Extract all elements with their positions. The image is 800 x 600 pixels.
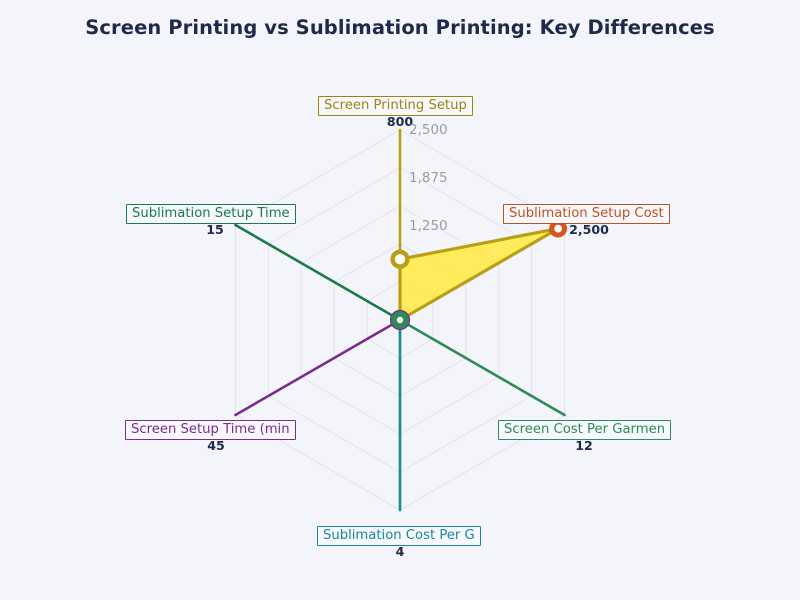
axis-value-sublimation-setup-time: 15 xyxy=(170,222,260,237)
axis-label-text: Screen Setup Time (min xyxy=(131,422,290,437)
axis-value-screen-printing-setup: 800 xyxy=(358,114,442,129)
marker-screen-printing-setup xyxy=(390,249,410,269)
axis-label-text: Sublimation Setup Cost xyxy=(509,206,664,221)
page-title: Screen Printing vs Sublimation Printing:… xyxy=(85,16,715,39)
marker-screen-cost-per-garment xyxy=(391,311,409,329)
axis-value-text: 2,500 xyxy=(569,222,609,237)
axis-label-screen-setup-time: Screen Setup Time (min xyxy=(125,420,296,440)
axis-label-sublimation-setup-time: Sublimation Setup Time xyxy=(126,204,296,224)
axis-spoke-screen-setup-time xyxy=(234,318,402,417)
axis-value-sublimation-setup-cost: 2,500 xyxy=(530,222,648,237)
axis-value-text: 15 xyxy=(206,222,224,237)
axis-label-sublimation-setup-cost: Sublimation Setup Cost xyxy=(503,204,670,224)
axis-label-text: Sublimation Setup Time xyxy=(132,206,290,221)
axis-label-text: Screen Printing Setup xyxy=(324,98,467,113)
axis-label-sublimation-cost-per-garment: Sublimation Cost Per G xyxy=(317,526,481,546)
axis-value-screen-cost-per-garment: 12 xyxy=(538,438,630,453)
axis-label-screen-printing-setup: Screen Printing Setup xyxy=(318,96,473,116)
axis-value-screen-setup-time: 45 xyxy=(170,438,262,453)
radial-tick-text: 1,250 xyxy=(409,218,448,234)
axis-value-sublimation-cost-per-garment: 4 xyxy=(358,544,442,559)
axis-value-text: 4 xyxy=(395,544,405,559)
radial-tick-1250: 1,250 xyxy=(409,218,448,234)
axis-label-text: Screen Cost Per Garmen xyxy=(504,422,666,437)
radar-axis-spokes xyxy=(234,128,566,512)
radial-tick-text: 2,500 xyxy=(409,122,448,138)
axis-label-screen-cost-per-garment: Screen Cost Per Garmen xyxy=(498,420,672,440)
radar-data-markers xyxy=(389,219,567,331)
axis-value-text: 45 xyxy=(207,438,225,453)
axis-value-text: 800 xyxy=(386,114,414,129)
axis-spoke-screen-cost-per-garment xyxy=(398,318,566,417)
axis-value-text: 12 xyxy=(575,438,593,453)
axis-label-text: Sublimation Cost Per G xyxy=(323,528,475,543)
radial-tick-2500: 2,500 xyxy=(409,122,448,138)
radial-tick-1875: 1,875 xyxy=(409,170,448,186)
radial-tick-text: 1,875 xyxy=(409,170,448,186)
axis-spoke-sublimation-setup-time xyxy=(234,223,402,322)
